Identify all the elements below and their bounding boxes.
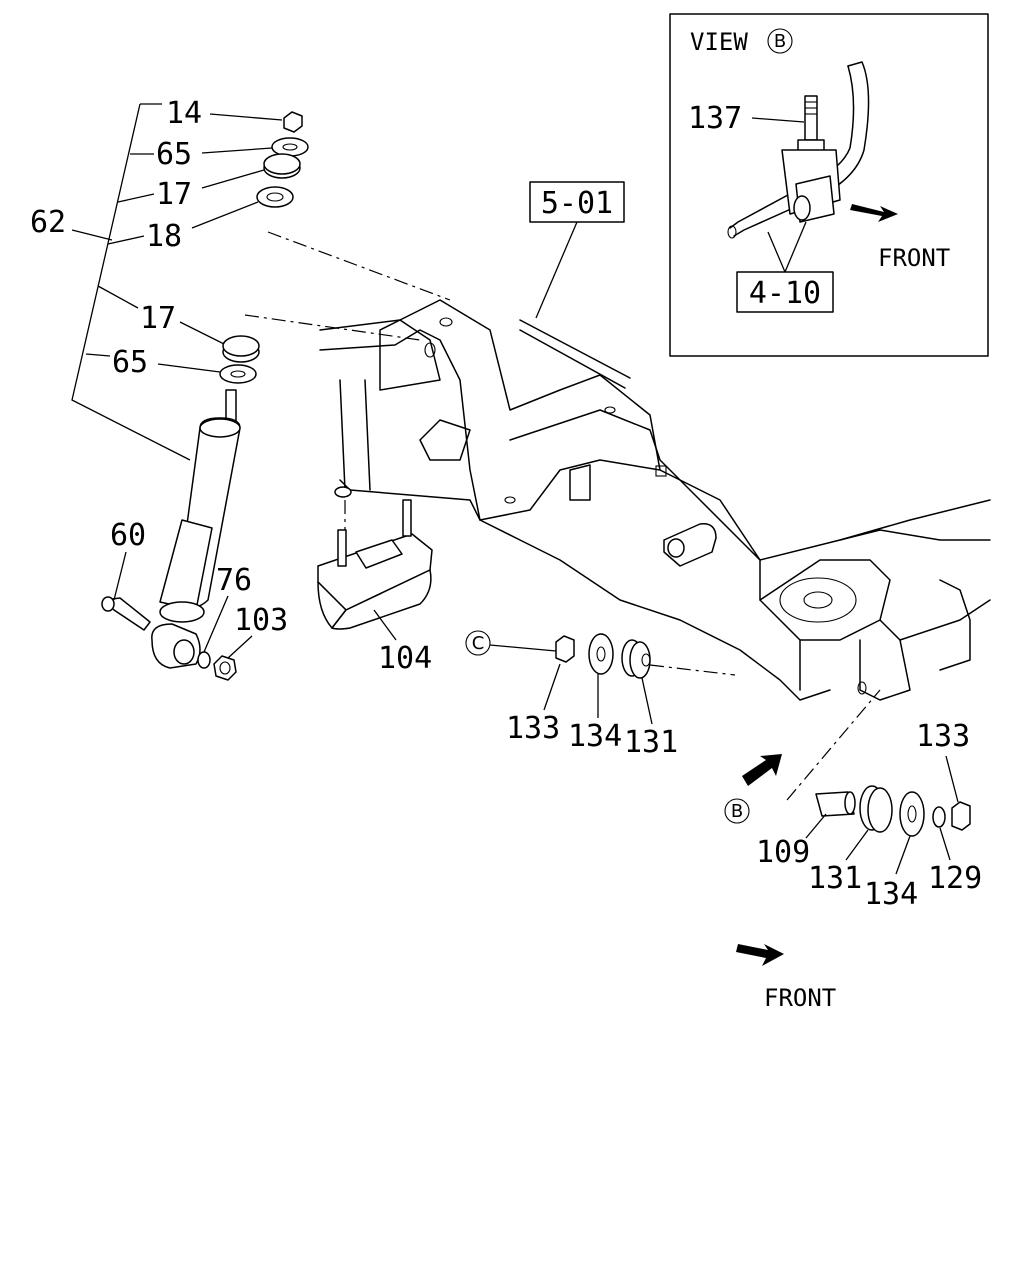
nut-14 (283, 111, 303, 133)
ref-410: 4-10 (749, 276, 821, 311)
label-60: 60 (110, 518, 146, 553)
ref-501: 5-01 (541, 186, 613, 221)
label-134a: 134 (568, 719, 622, 754)
spring-seat-ring (779, 577, 857, 623)
label-129: 129 (928, 861, 982, 896)
bar-end (727, 225, 737, 239)
frame-side-lower (899, 599, 991, 641)
collar-109 (815, 791, 855, 817)
nut-103 (213, 655, 237, 681)
label-18: 18 (146, 219, 182, 254)
shock-stud (225, 389, 237, 423)
washer-134a (588, 633, 614, 675)
link-bolt (804, 95, 818, 141)
label-76: 76 (216, 563, 252, 598)
gusset-plate (379, 319, 441, 391)
view-b-letter: B (774, 31, 786, 52)
spring-seat (759, 559, 891, 641)
upper-hardware (219, 111, 309, 384)
washer-129 (932, 806, 946, 828)
stud-left (337, 529, 347, 567)
spring-seat-hole (803, 591, 833, 609)
right-callouts: 133 134 131 133 109 131 134 129 (506, 663, 982, 912)
left-callouts: 14 65 17 18 62 17 65 60 76 103 104 (30, 96, 432, 676)
label-104: 104 (378, 641, 432, 676)
label-103: 103 (234, 603, 288, 638)
label-17b: 17 (140, 301, 176, 336)
crossmember-front (509, 409, 801, 691)
front-label-inset: FRONT (878, 244, 950, 272)
view-title: VIEW (690, 28, 748, 56)
guide-lines (244, 231, 881, 801)
bolt-hole (857, 681, 867, 695)
frame-rail-top (319, 299, 991, 561)
bracket-62 (71, 103, 191, 461)
nut-133a (555, 635, 575, 663)
chassis-frame (319, 299, 991, 701)
callout-c-circle (465, 630, 491, 656)
shock-absorber (101, 389, 241, 681)
nut-133b (951, 801, 971, 831)
right-bracket (859, 619, 911, 701)
right-bracket-2 (939, 579, 971, 671)
washer-65a (271, 137, 309, 157)
frame-rail-bottom (479, 519, 831, 701)
washer-134b (899, 791, 925, 837)
stabilizer-link-line (519, 319, 631, 379)
front-arrow-inset (850, 204, 898, 222)
label-109: 109 (756, 835, 810, 870)
washer-18 (256, 186, 294, 208)
callout-c: C (472, 633, 485, 654)
front-label-main: FRONT (764, 984, 836, 1012)
label-17a: 17 (156, 177, 192, 212)
label-14: 14 (166, 96, 202, 131)
label-65a: 65 (156, 137, 192, 172)
bump-stopper-104 (317, 486, 433, 630)
callout-b: B (731, 801, 743, 822)
label-134b: 134 (864, 877, 918, 912)
front-arrow-main (736, 944, 784, 966)
label-62: 62 (30, 205, 66, 240)
callout-b-circle (724, 798, 750, 824)
label-133b: 133 (916, 719, 970, 754)
view-b-circle (767, 28, 793, 54)
frame-side-top (839, 529, 991, 541)
label-137: 137 (688, 101, 742, 136)
washer-65b (219, 364, 257, 384)
slot-plate (419, 419, 471, 461)
label-131a: 131 (624, 725, 678, 760)
label-131b: 131 (808, 861, 862, 896)
stopper-body (331, 569, 432, 630)
bar-bushing (793, 195, 811, 221)
view-b-arrow (742, 754, 782, 786)
inset-frame (669, 13, 989, 357)
label-133a: 133 (506, 711, 560, 746)
view-b-inset: VIEW B 137 4-10 FRONT (669, 13, 989, 357)
bushing-group-c: C (465, 630, 651, 679)
frame-rail-mid (319, 329, 661, 521)
bushing-group-b: B (724, 754, 971, 837)
label-65b: 65 (112, 345, 148, 380)
stud-right (402, 499, 412, 537)
washer-76 (197, 651, 211, 669)
